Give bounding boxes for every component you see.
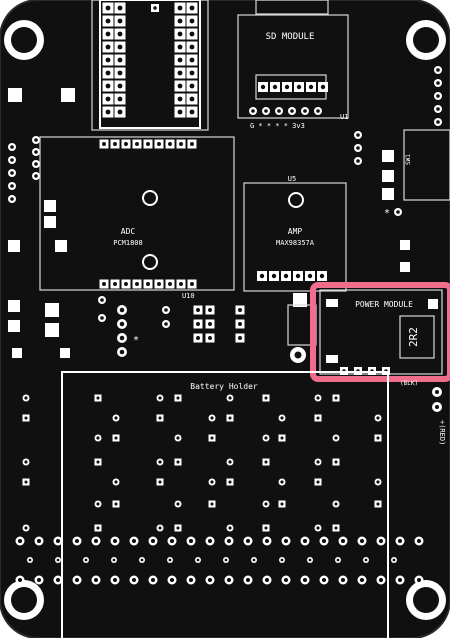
u10-label: U10	[182, 292, 195, 300]
right-headers: SW1 *	[354, 66, 450, 272]
adc-module: ADC PCM1808 U10	[39, 136, 235, 300]
u5-label: U5	[288, 175, 296, 183]
blk-label: (BLK)	[400, 380, 418, 387]
battery-holder: Battery Holder (BLK) +(RED)	[15, 371, 446, 638]
star-marker-mid: *	[133, 335, 139, 346]
red-label: +(RED)	[438, 420, 446, 445]
power-module-label: POWER MODULE	[355, 300, 413, 309]
adc-part: PCM1808	[113, 239, 143, 247]
sd-pin-labels: G * * * * 3v3	[250, 122, 305, 130]
battery-holder-label: Battery Holder	[190, 382, 258, 391]
adc-title: ADC	[121, 227, 136, 236]
switch-label: SW1	[405, 154, 412, 165]
power-module-highlight	[310, 282, 450, 382]
sd-module-label: SD MODULE	[266, 32, 315, 42]
star-marker-right: *	[384, 208, 390, 219]
amp-module: U5 AMP MAX98357A	[243, 175, 347, 292]
power-module-part: 2R2	[407, 327, 420, 347]
left-headers	[8, 88, 75, 358]
u1-label: U1	[340, 113, 348, 121]
amp-title: AMP	[288, 227, 303, 236]
mounting-holes	[4, 20, 446, 620]
middle-components: *	[98, 293, 317, 363]
sd-module: SD MODULE G * * * * 3v3 U1	[237, 0, 349, 130]
amp-part: MAX98357A	[276, 239, 315, 247]
mcu-module	[91, 0, 209, 131]
